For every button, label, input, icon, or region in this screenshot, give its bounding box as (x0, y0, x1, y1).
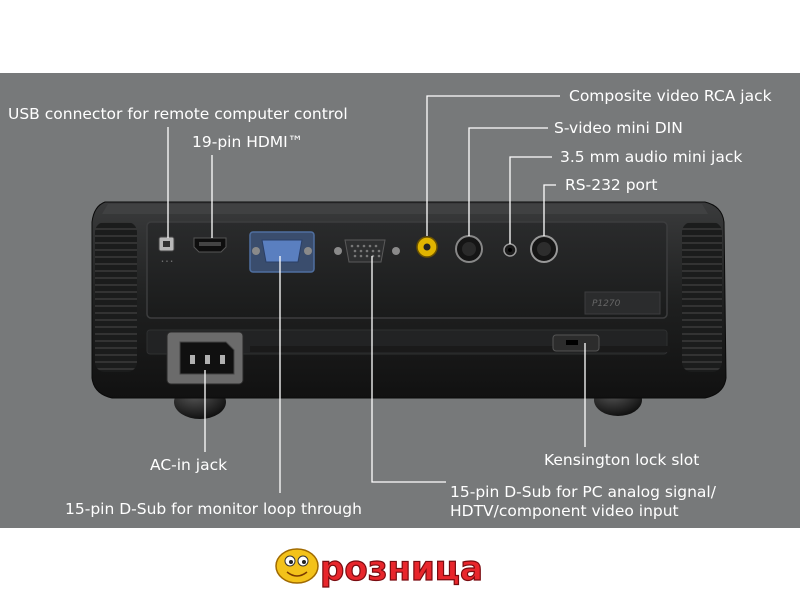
vga-out-screw-right (304, 247, 312, 255)
leader-audio (509, 156, 552, 244)
hdmi-port-inner (199, 242, 221, 246)
model-plate (584, 291, 661, 315)
composite-jack-center (423, 243, 431, 251)
leader-lines (167, 95, 586, 493)
label-usb: USB connector for remote computer contro… (8, 105, 348, 123)
leader-composite (426, 95, 560, 236)
logo-mascot-pupil-right (302, 560, 306, 564)
label-rs232: RS-232 port (565, 176, 658, 194)
svideo-port-inner (462, 242, 476, 256)
label-ac-in: AC-in jack (150, 456, 227, 474)
logo-mascot-pupil-left (289, 560, 293, 564)
vga-in-screw-left (334, 247, 342, 255)
label-composite: Composite video RCA jack (569, 87, 772, 105)
label-svideo: S-video mini DIN (554, 119, 683, 137)
vga-in-pins (350, 244, 381, 258)
lower-groove (250, 346, 670, 352)
kensington-slot-opening (566, 340, 578, 345)
label-dsub-pc-line2: HDTV/component video input (450, 502, 679, 520)
label-dsub-loop: 15-pin D-Sub for monitor loop through (65, 500, 362, 518)
usb-port-inner (163, 241, 170, 247)
vga-in-screw-right (392, 247, 400, 255)
ac-in-pin-mid (205, 355, 210, 364)
vga-out-port (261, 239, 303, 263)
leader-svideo (468, 127, 548, 236)
label-audio: 3.5 mm audio mini jack (560, 148, 742, 166)
logo-mascot-mouth (286, 571, 308, 577)
vga-out-screw-left (252, 247, 260, 255)
brand-logo: розница (275, 548, 484, 590)
label-dsub-pc-line1: 15-pin D-Sub for PC analog signal/ (450, 483, 717, 501)
ac-in-pin-left (190, 355, 195, 364)
vent-right (682, 222, 722, 372)
model-label: P1270 (592, 299, 621, 309)
ac-in-pin-right (220, 355, 225, 364)
audio-jack-center (508, 248, 512, 252)
logo-text: розница (320, 549, 483, 589)
logo-mascot-icon (275, 548, 319, 584)
leader-vga-in (371, 256, 446, 483)
vent-left (95, 222, 137, 372)
label-hdmi: 19-pin HDMI™ (192, 133, 303, 151)
rs232-port-inner (537, 242, 551, 256)
body-top-edge (102, 204, 708, 214)
leader-rs232 (543, 184, 556, 236)
label-kensington: Kensington lock slot (544, 451, 699, 469)
usb-port-caption: • • • (161, 259, 173, 265)
